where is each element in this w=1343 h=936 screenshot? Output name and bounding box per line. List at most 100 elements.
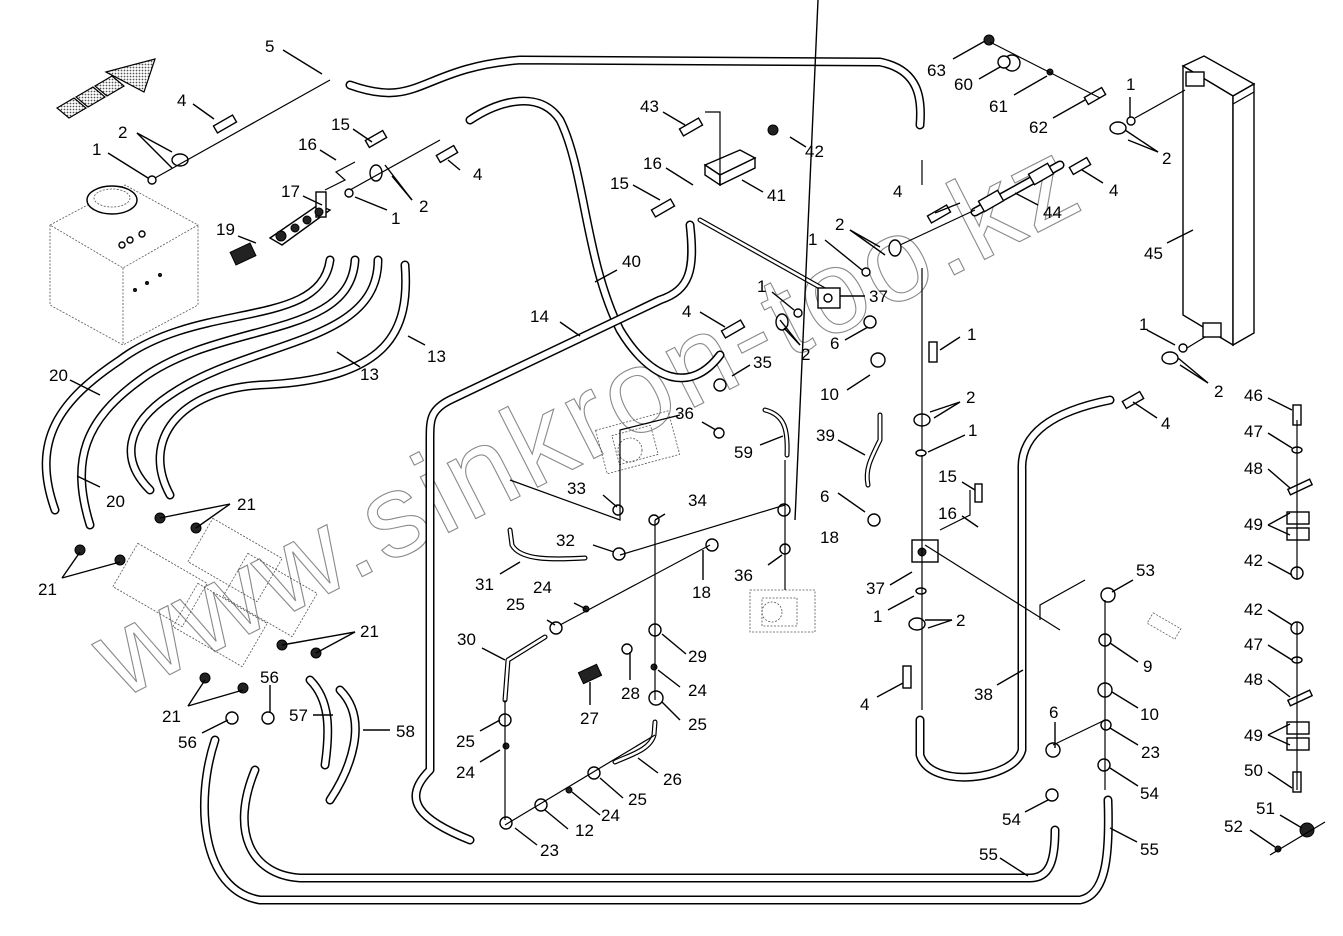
callout-43[interactable]: 43 <box>640 97 659 116</box>
callout-9[interactable]: 9 <box>1143 657 1152 676</box>
callout-32[interactable]: 32 <box>556 531 575 550</box>
callout-24[interactable]: 24 <box>688 681 707 700</box>
callout-25[interactable]: 25 <box>456 732 475 751</box>
callout-1[interactable]: 1 <box>808 230 817 249</box>
callout-21[interactable]: 21 <box>360 622 379 641</box>
callout-15[interactable]: 15 <box>610 174 629 193</box>
callout-55[interactable]: 55 <box>1140 840 1159 859</box>
callout-44[interactable]: 44 <box>1043 203 1062 222</box>
callout-53[interactable]: 53 <box>1136 561 1155 580</box>
callout-38[interactable]: 38 <box>974 685 993 704</box>
callout-21[interactable]: 21 <box>237 495 256 514</box>
callout-25[interactable]: 25 <box>628 790 647 809</box>
callout-56[interactable]: 56 <box>178 733 197 752</box>
callout-4[interactable]: 4 <box>177 91 186 110</box>
callout-1[interactable]: 1 <box>92 140 101 159</box>
callout-55[interactable]: 55 <box>979 845 998 864</box>
callout-25[interactable]: 25 <box>688 715 707 734</box>
callout-52[interactable]: 52 <box>1224 817 1243 836</box>
callout-37[interactable]: 37 <box>869 287 888 306</box>
callout-46[interactable]: 46 <box>1244 386 1263 405</box>
callout-57[interactable]: 57 <box>289 706 308 725</box>
callout-4[interactable]: 4 <box>1109 181 1118 200</box>
callout-14[interactable]: 14 <box>530 307 549 326</box>
callout-6[interactable]: 6 <box>820 487 829 506</box>
callout-24[interactable]: 24 <box>601 806 620 825</box>
callout-16[interactable]: 16 <box>298 135 317 154</box>
callout-25[interactable]: 25 <box>506 595 525 614</box>
callout-6[interactable]: 6 <box>1049 703 1058 722</box>
callout-13[interactable]: 13 <box>427 347 446 366</box>
callout-62[interactable]: 62 <box>1029 118 1048 137</box>
callout-16[interactable]: 16 <box>938 504 957 523</box>
callout-42[interactable]: 42 <box>1244 551 1263 570</box>
callout-2[interactable]: 2 <box>801 345 810 364</box>
callout-1[interactable]: 1 <box>1126 75 1135 94</box>
callout-21[interactable]: 21 <box>162 707 181 726</box>
callout-16[interactable]: 16 <box>643 154 662 173</box>
callout-13[interactable]: 13 <box>360 365 379 384</box>
callout-41[interactable]: 41 <box>767 186 786 205</box>
callout-1[interactable]: 1 <box>1139 315 1148 334</box>
callout-48[interactable]: 48 <box>1244 459 1263 478</box>
callout-18[interactable]: 18 <box>692 583 711 602</box>
callout-31[interactable]: 31 <box>475 575 494 594</box>
callout-27[interactable]: 27 <box>580 709 599 728</box>
callout-45[interactable]: 45 <box>1144 244 1163 263</box>
callout-4[interactable]: 4 <box>1161 414 1170 433</box>
callout-51[interactable]: 51 <box>1256 799 1275 818</box>
callout-1[interactable]: 1 <box>757 277 766 296</box>
callout-50[interactable]: 50 <box>1244 761 1263 780</box>
callout-63[interactable]: 63 <box>927 61 946 80</box>
callout-10[interactable]: 10 <box>1140 705 1159 724</box>
callout-30[interactable]: 30 <box>457 630 476 649</box>
callout-56[interactable]: 56 <box>260 668 279 687</box>
callout-36[interactable]: 36 <box>675 404 694 423</box>
callout-6[interactable]: 6 <box>830 334 839 353</box>
callout-2[interactable]: 2 <box>419 197 428 216</box>
callout-35[interactable]: 35 <box>753 353 772 372</box>
callout-39[interactable]: 39 <box>816 426 835 445</box>
callout-49[interactable]: 49 <box>1244 726 1263 745</box>
callout-37[interactable]: 37 <box>866 579 885 598</box>
callout-48[interactable]: 48 <box>1244 670 1263 689</box>
callout-4[interactable]: 1 <box>967 325 976 344</box>
callout-20[interactable]: 20 <box>106 492 125 511</box>
callout-4[interactable]: 4 <box>893 182 902 201</box>
callout-36[interactable]: 36 <box>734 566 753 585</box>
callout-2[interactable]: 2 <box>966 388 975 407</box>
callout-54[interactable]: 54 <box>1002 810 1021 829</box>
callout-4[interactable]: 4 <box>860 695 869 714</box>
callout-19[interactable]: 19 <box>216 220 235 239</box>
callout-5[interactable]: 5 <box>265 37 274 56</box>
callout-47[interactable]: 47 <box>1244 635 1263 654</box>
callout-23[interactable]: 23 <box>540 841 559 860</box>
callout-49[interactable]: 49 <box>1244 515 1263 534</box>
callout-23[interactable]: 23 <box>1141 743 1160 762</box>
callout-60[interactable]: 60 <box>954 75 973 94</box>
callout-26[interactable]: 26 <box>663 770 682 789</box>
callout-54[interactable]: 54 <box>1140 784 1159 803</box>
callout-12[interactable]: 12 <box>575 821 594 840</box>
callout-24[interactable]: 24 <box>533 578 552 597</box>
callout-4[interactable]: 4 <box>682 302 691 321</box>
callout-42[interactable]: 42 <box>805 142 824 161</box>
callout-18[interactable]: 18 <box>820 528 839 547</box>
callout-33[interactable]: 33 <box>567 479 586 498</box>
callout-2[interactable]: 2 <box>835 215 844 234</box>
callout-1[interactable]: 1 <box>873 607 882 626</box>
callout-61[interactable]: 61 <box>989 97 1008 116</box>
callout-10[interactable]: 10 <box>820 385 839 404</box>
callout-29[interactable]: 29 <box>688 647 707 666</box>
callout-15[interactable]: 15 <box>331 115 350 134</box>
callout-59[interactable]: 59 <box>734 443 753 462</box>
callout-47[interactable]: 47 <box>1244 422 1263 441</box>
callout-15[interactable]: 15 <box>938 467 957 486</box>
callout-34[interactable]: 34 <box>688 491 707 510</box>
callout-2[interactable]: 2 <box>1214 382 1223 401</box>
callout-42[interactable]: 42 <box>1244 600 1263 619</box>
callout-40[interactable]: 40 <box>622 252 641 271</box>
callout-21[interactable]: 21 <box>38 580 57 599</box>
callout-2[interactable]: 2 <box>118 123 127 142</box>
callout-2[interactable]: 2 <box>1162 149 1171 168</box>
